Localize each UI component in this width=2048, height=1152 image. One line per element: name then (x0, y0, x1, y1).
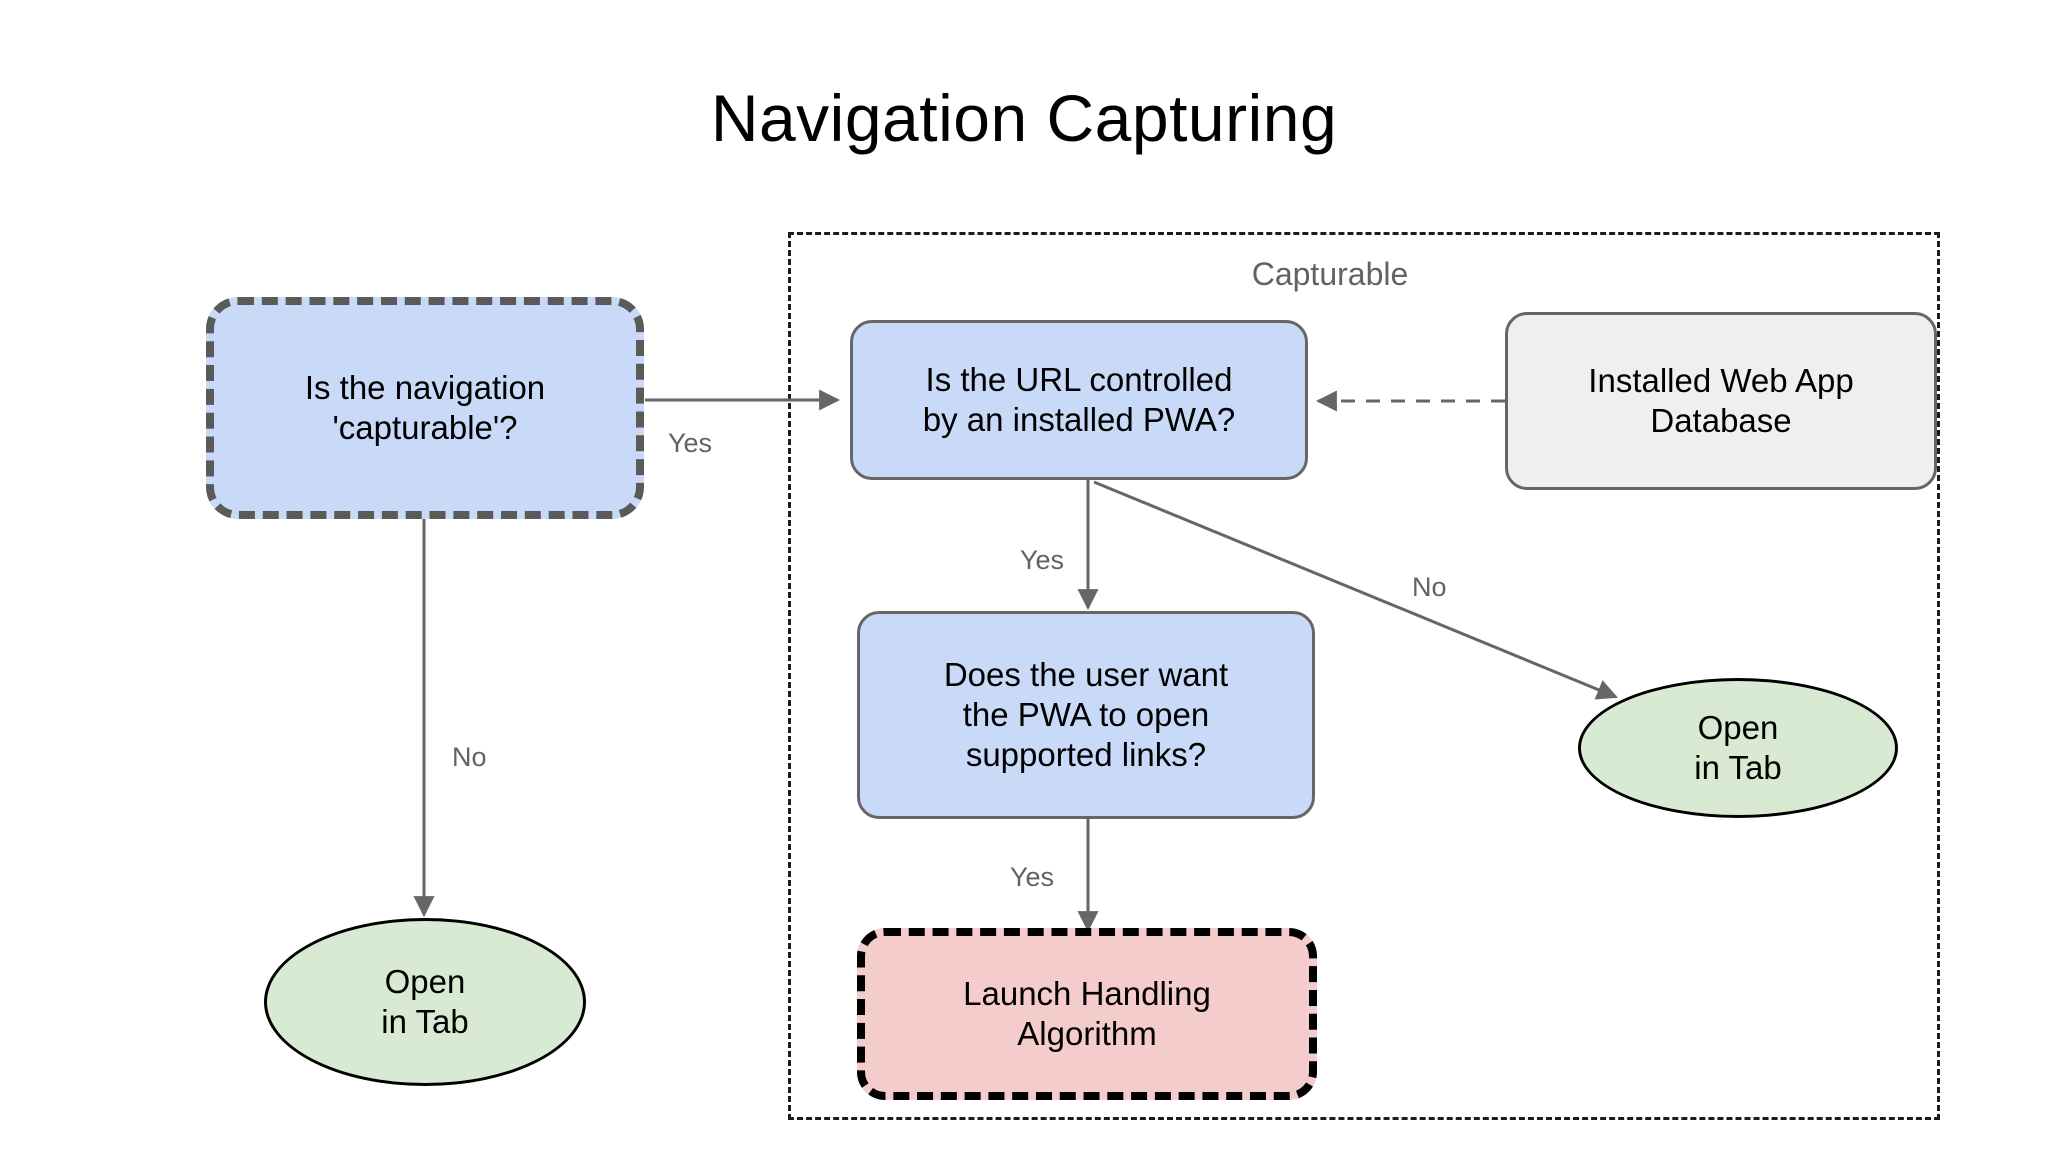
node-open-in-tab-right[interactable]: Open in Tab (1578, 678, 1898, 818)
node-launch-handling[interactable]: Launch Handling Algorithm (857, 928, 1317, 1100)
node-is-url-controlled-label: Is the URL controlled by an installed PW… (922, 360, 1236, 438)
node-user-wants-pwa-label: Does the user want the PWA to open suppo… (943, 655, 1229, 774)
page-title: Navigation Capturing (710, 81, 1338, 155)
edge-label-capturable-no: No (452, 742, 487, 772)
edge-label-capturable-yes: Yes (668, 428, 713, 458)
edge-label-url-no: No (1412, 572, 1447, 602)
group-capturable (788, 232, 1940, 1120)
node-open-in-tab-left[interactable]: Open in Tab (264, 918, 586, 1086)
node-is-url-controlled[interactable]: Is the URL controlled by an installed PW… (850, 320, 1308, 480)
node-is-capturable-label: Is the navigation 'capturable'? (304, 368, 546, 446)
group-capturable-label: Capturable (1251, 256, 1409, 292)
node-launch-handling-label: Launch Handling Algorithm (963, 974, 1211, 1052)
node-open-in-tab-right-label: Open in Tab (1694, 708, 1782, 786)
node-is-capturable[interactable]: Is the navigation 'capturable'? (206, 297, 644, 519)
node-user-wants-pwa[interactable]: Does the user want the PWA to open suppo… (857, 611, 1315, 819)
edge-label-url-yes: Yes (1020, 545, 1065, 575)
node-installed-web-app-db[interactable]: Installed Web App Database (1505, 312, 1937, 490)
node-open-in-tab-left-label: Open in Tab (381, 962, 469, 1040)
edge-label-user-yes: Yes (1010, 862, 1055, 892)
node-installed-web-app-db-label: Installed Web App Database (1588, 361, 1854, 439)
